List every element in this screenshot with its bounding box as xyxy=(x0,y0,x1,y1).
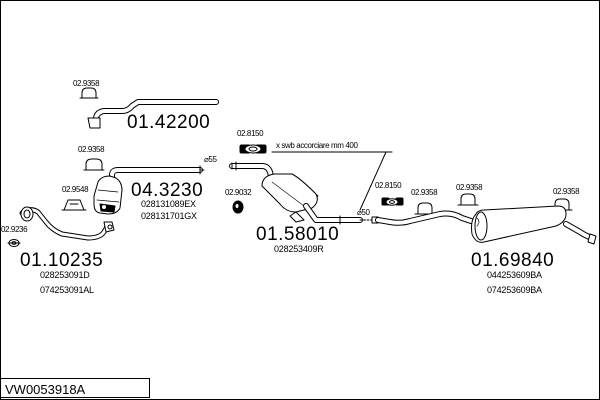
gasket-front-part xyxy=(7,239,21,247)
middle-pipe-number: 01.42200 xyxy=(127,112,211,133)
diameter-55-label: ⌀55 xyxy=(204,155,217,164)
rear-silencer-code-1: 044253609BA xyxy=(487,270,542,280)
catalyst-code-2: 028131701GX xyxy=(141,211,197,221)
catalyst-code-1: 028131089EX xyxy=(141,199,196,209)
clamp-mid-part xyxy=(414,202,436,215)
ring-upper-number: 02.8150 xyxy=(237,129,264,138)
ring-lower-number: 02.8150 xyxy=(375,181,402,190)
clamp-cat-number: 02.9358 xyxy=(78,145,105,154)
clamp-cat-left-part xyxy=(61,199,87,211)
front-pipe-code-1: 028253091D xyxy=(40,270,90,280)
middle-pipe-part xyxy=(87,99,219,129)
clamp-top-number: 02.9358 xyxy=(73,79,100,88)
rear-silencer-number: 01.69840 xyxy=(471,250,555,271)
catalyst-number: 04.3230 xyxy=(131,180,204,201)
shortening-note: x swb accorciare mm 400 xyxy=(276,141,358,150)
rear-silencer-part xyxy=(375,205,597,245)
clamp-rear1-part xyxy=(457,193,479,206)
clamp-cat-part xyxy=(83,158,105,171)
ring-lower-part xyxy=(381,197,404,206)
middle-silencer-code: 028253409R xyxy=(274,244,324,254)
clamp-top-part xyxy=(79,87,99,99)
dimension-note-mark xyxy=(271,151,393,211)
front-pipe-number: 01.10235 xyxy=(20,250,104,271)
diameter-50-label: ⌀50 xyxy=(357,208,370,217)
clamp-cat-left-number: 02.9548 xyxy=(62,185,89,194)
gasket-front-number: 02.9236 xyxy=(1,225,28,234)
middle-silencer-number: 01.58010 xyxy=(256,224,340,245)
clamp-rear2-number: 02.9358 xyxy=(553,187,580,196)
rear-silencer-code-2: 074253609BA xyxy=(487,285,542,295)
front-pipe-code-2: 074253091AL xyxy=(40,285,94,295)
middle-silencer-part xyxy=(229,161,379,225)
clamp-rear1-number: 02.9358 xyxy=(456,183,483,192)
ring-upper-part xyxy=(239,144,267,154)
reference-box: VW0053918A xyxy=(0,378,150,398)
nut-number: 02.9032 xyxy=(225,188,252,197)
nut-part xyxy=(232,200,244,214)
catalyst-part xyxy=(93,165,205,215)
front-pipe-part xyxy=(19,206,115,241)
clamp-mid-number: 02.9358 xyxy=(411,188,438,197)
reference-code: VW0053918A xyxy=(5,382,86,397)
